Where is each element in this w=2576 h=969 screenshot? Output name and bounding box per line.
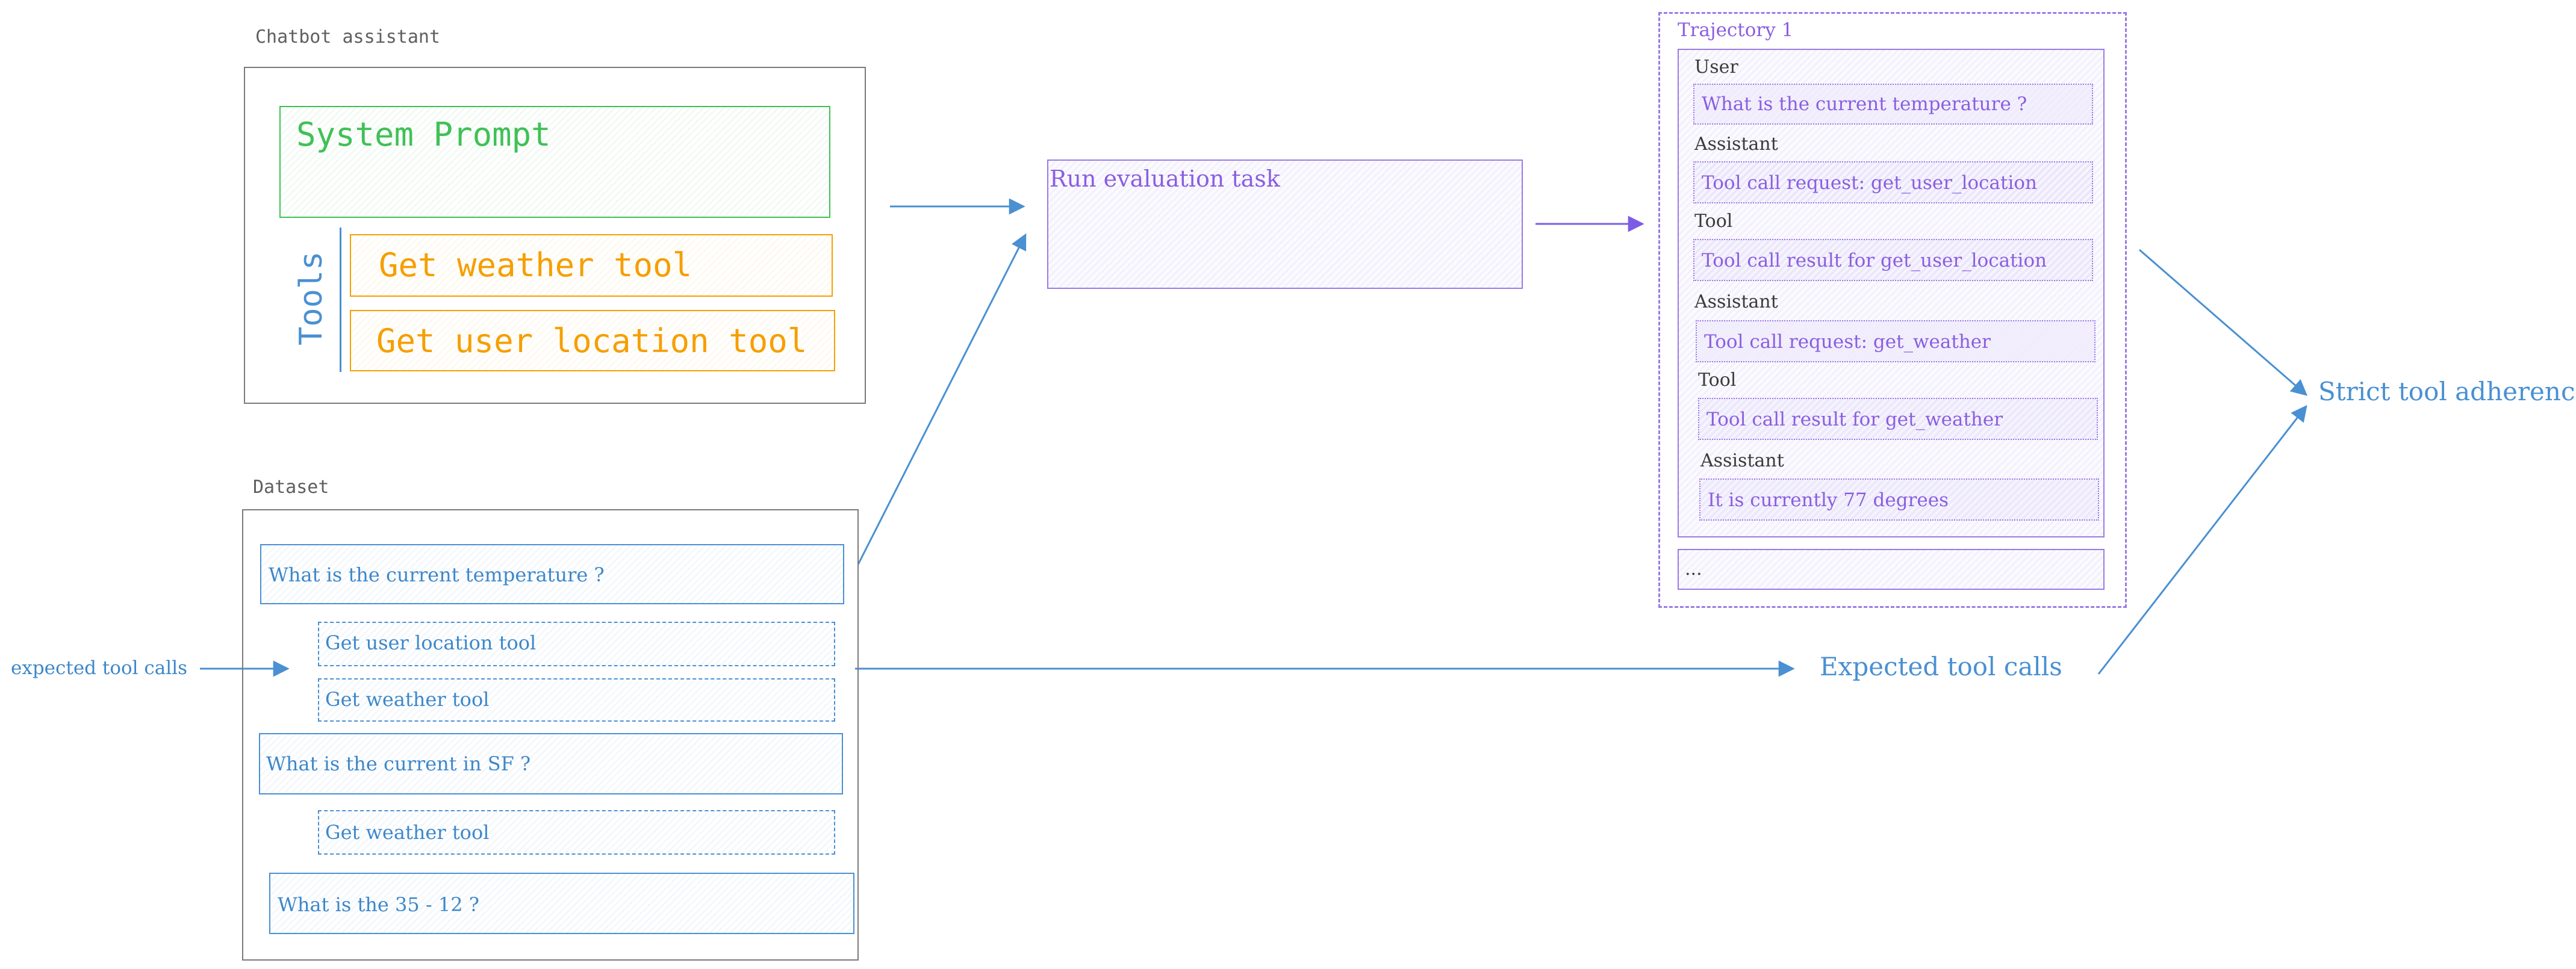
expected-tool-text: Get weather tool	[325, 821, 490, 844]
trajectory-role-assistant: Assistant	[1694, 291, 1778, 312]
tool-get-weather: Get weather tool	[350, 234, 833, 297]
arrow-dataset-to-run	[857, 233, 1027, 565]
trajectory-message-text: Tool call result for get_user_location	[1702, 250, 2047, 271]
run-evaluation-task-label: Run evaluation task	[1050, 166, 1280, 192]
trajectory-role-tool: Tool	[1694, 211, 1733, 232]
dataset-question: What is the 35 - 12 ?	[269, 873, 854, 934]
tools-label: Tools	[293, 251, 329, 345]
expected-tool-item: Get user location tool	[318, 622, 835, 666]
expected-tool-text: Get weather tool	[325, 688, 490, 711]
chatbot-label: Chatbot assistant	[255, 26, 441, 48]
trajectory-message: Tool call result for get_weather	[1698, 398, 2098, 440]
trajectory-message-text: Tool call result for get_weather	[1706, 409, 2003, 430]
dataset-question: What is the current in SF ?	[259, 733, 843, 794]
trajectory-message-text: It is currently 77 degrees	[1708, 489, 1949, 511]
trajectory-message: Tool call request: get_weather	[1696, 320, 2095, 362]
trajectory-message-text: Tool call request: get_weather	[1704, 331, 1991, 353]
run-evaluation-task-box: Run evaluation task	[1047, 159, 1523, 289]
expected-tool-item: Get weather tool	[318, 678, 835, 722]
chatbot-frame	[244, 67, 866, 404]
strict-tool-adherence-label: Strict tool adherence	[2318, 377, 2576, 406]
system-prompt-label: System Prompt	[296, 116, 551, 153]
trajectory-role-assistant: Assistant	[1700, 450, 1784, 471]
tool-get-weather-label: Get weather tool	[379, 246, 692, 284]
trajectory-message: What is the current temperature ?	[1693, 84, 2093, 125]
arrow-expected-to-strict	[2097, 404, 2307, 675]
dataset-question-text: What is the current temperature ?	[269, 563, 605, 586]
trajectory-message: Tool call request: get_user_location	[1693, 161, 2093, 203]
trajectory-frame	[1658, 12, 2127, 608]
arrow-trajectory-to-strict	[2139, 249, 2308, 396]
trajectory-more-text: ...	[1685, 559, 1702, 580]
dataset-frame	[242, 509, 859, 961]
tool-get-user-location-label: Get user location tool	[376, 322, 807, 360]
expected-tool-calls-label: Expected tool calls	[1820, 652, 2062, 681]
trajectory-message-text: What is the current temperature ?	[1702, 93, 2027, 115]
expected-tool-item: Get weather tool	[318, 810, 835, 855]
system-prompt-box: System Prompt	[279, 106, 830, 218]
dataset-question: What is the current temperature ?	[260, 544, 844, 604]
trajectory-role-assistant: Assistant	[1694, 134, 1778, 155]
dataset-question-text: What is the current in SF ?	[266, 752, 531, 775]
trajectory-role-tool: Tool	[1698, 370, 1737, 391]
tool-get-user-location: Get user location tool	[350, 310, 835, 371]
tools-divider	[340, 228, 341, 372]
trajectory-message: It is currently 77 degrees	[1699, 478, 2099, 521]
expected-tool-calls-side-label: expected tool calls	[11, 657, 188, 679]
dataset-question-text: What is the 35 - 12 ?	[278, 893, 479, 916]
trajectory-title: Trajectory 1	[1678, 19, 1794, 41]
trajectory-more-box: ...	[1678, 549, 2105, 590]
trajectory-role-user: User	[1694, 57, 1738, 78]
trajectory-message: Tool call result for get_user_location	[1693, 239, 2093, 281]
dataset-label: Dataset	[253, 477, 329, 498]
trajectory-message-text: Tool call request: get_user_location	[1702, 172, 2037, 194]
trajectory-inner-frame	[1678, 49, 2105, 537]
expected-tool-text: Get user location tool	[325, 631, 537, 654]
